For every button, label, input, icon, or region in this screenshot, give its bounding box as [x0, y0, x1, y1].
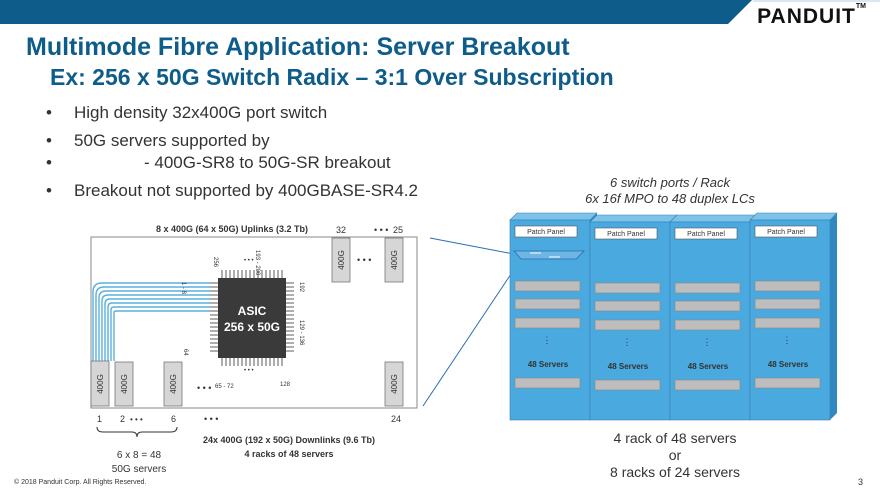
- connector-line-bottom: [422, 261, 520, 407]
- uplink-port-32-label: 400G: [337, 250, 346, 270]
- downlink-port-2-label: 400G: [120, 374, 129, 394]
- downlink-port-1: [90, 360, 110, 407]
- svg-text:⋮: ⋮: [783, 335, 792, 345]
- rack-caption-line1: 6 switch ports / Rack: [610, 175, 730, 190]
- uplink-port-32: [331, 237, 351, 283]
- fiber-lanes: [92, 282, 210, 361]
- pin-192: 192: [298, 282, 304, 293]
- svg-text:⋮: ⋮: [543, 335, 552, 345]
- port-6-number: 6: [171, 414, 176, 424]
- uplink-port-25: [384, 237, 404, 283]
- rack-3: Patch Panel ⋮ 48 Servers: [669, 214, 758, 421]
- rack-1-servers: 48 Servers: [528, 360, 569, 369]
- rack-1-patch-panel: Patch Panel: [527, 229, 565, 236]
- svg-text:⋮: ⋮: [703, 337, 712, 347]
- slide-subtitle: Ex: 256 x 50G Switch Radix – 3:1 Over Su…: [50, 64, 614, 90]
- pin-128: 128: [280, 382, 291, 388]
- downlink-port-2: [114, 361, 134, 407]
- slide-title: Multimode Fibre Application: Server Brea…: [26, 33, 570, 61]
- port-2-number: 2: [120, 414, 125, 424]
- pin-193-200: 193 - 200: [254, 250, 260, 276]
- pin-129-136: 129 - 136: [298, 320, 304, 346]
- rack-2: Patch Panel ⋮ 48 Servers: [589, 214, 678, 421]
- rack-4-patch-panel: Patch Panel: [767, 229, 805, 236]
- port-1-number: 1: [97, 414, 102, 424]
- pin-64: 64: [182, 349, 188, 356]
- asic-chip: [218, 278, 286, 358]
- downlink-port-24: [384, 361, 404, 407]
- port-32-number: 32: [336, 225, 346, 235]
- downlink-dots-gap: • • •: [204, 414, 218, 424]
- rack-4-servers: 48 Servers: [768, 360, 809, 369]
- rack-3-servers: 48 Servers: [688, 362, 729, 371]
- downlink-port-24-label: 400G: [390, 374, 399, 394]
- asic-capacity: 256 x 50G: [224, 320, 280, 334]
- pin-65-72: 65 - 72: [215, 384, 234, 390]
- connector-line-top: [429, 237, 520, 256]
- rack-2-patch-panel: Patch Panel: [607, 231, 645, 238]
- pin-dots-bottom: • • •: [244, 368, 254, 374]
- rack-4: Patch Panel ⋮ 48 Servers: [749, 212, 838, 421]
- port-25-number: 25: [393, 225, 403, 235]
- breakout-calc: 6 x 8 = 48: [117, 450, 162, 461]
- downlink-dots-numbers: • • •: [130, 415, 143, 424]
- breakout-servers: 50G servers: [112, 464, 166, 475]
- port-24-number: 24: [391, 414, 401, 424]
- page-number: 3: [858, 477, 864, 487]
- downlinks-sub: 4 racks of 48 servers: [244, 449, 333, 459]
- downlink-dots-inner: • • •: [197, 383, 211, 393]
- rack-3-patch-panel: Patch Panel: [687, 231, 725, 238]
- asic-label: ASIC: [238, 304, 267, 318]
- asic-pins: [210, 270, 294, 366]
- pin-256: 256: [212, 257, 218, 268]
- rack-caption-line2: 6x 16f MPO to 48 duplex LCs: [585, 191, 755, 206]
- rack-1: Patch Panel ⋮ 48 Servers: [509, 212, 598, 421]
- downlink-port-6: [163, 361, 183, 407]
- top-banner: [0, 0, 880, 24]
- svg-text:⋮: ⋮: [623, 337, 632, 347]
- downlinks-label: 24x 400G (192 x 50G) Downlinks (9.6 Tb): [203, 435, 375, 445]
- rack-2-servers: 48 Servers: [608, 362, 649, 371]
- panduit-logo: PANDUITTM: [757, 3, 866, 28]
- breakout-brace: [96, 426, 178, 438]
- pin-1-8: 1 - 8: [180, 282, 186, 295]
- rack-summary-line2: or: [668, 447, 682, 463]
- downlink-port-6-label: 400G: [169, 374, 178, 394]
- uplink-dots: • • •: [357, 255, 371, 265]
- uplinks-label: 8 x 400G (64 x 50G) Uplinks (3.2 Tb): [156, 224, 308, 234]
- uplink-port-25-label: 400G: [390, 250, 399, 270]
- rack-summary-line1: 4 rack of 48 servers: [613, 430, 737, 446]
- pin-dots-top: • • •: [244, 258, 254, 264]
- copyright-footer: © 2018 Panduit Corp. All Rights Reserved…: [14, 479, 147, 486]
- uplink-dots-top: • • •: [374, 225, 388, 235]
- downlink-port-1-label: 400G: [96, 374, 105, 394]
- rack-summary-line3: 8 racks of 24 servers: [610, 464, 740, 480]
